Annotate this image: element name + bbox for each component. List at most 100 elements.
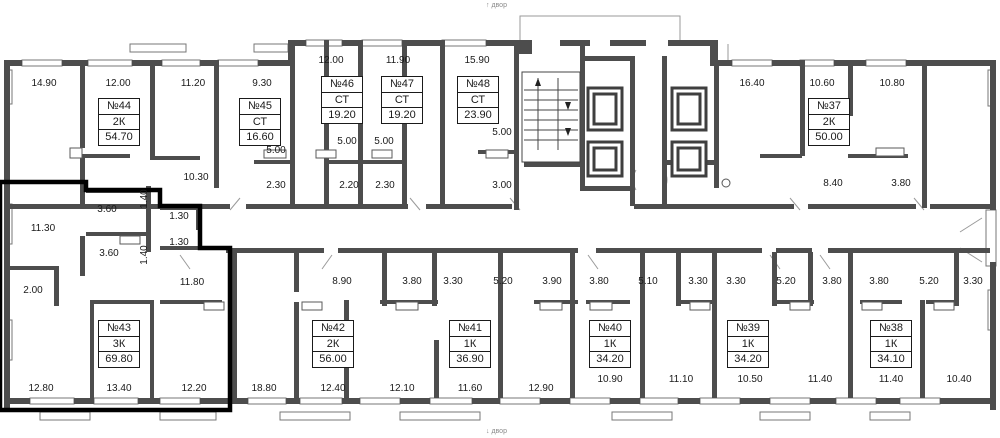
room-area-label: 2.30 [375, 180, 395, 191]
room-area-label: 5.20 [919, 276, 939, 287]
unit-number: №47 [389, 78, 415, 90]
unit-number: №43 [106, 322, 132, 334]
unit-number: №42 [320, 322, 346, 334]
unit-card-44[interactable]: №44 2К 54.70 [98, 98, 140, 146]
room-area-label: 12.20 [181, 383, 207, 394]
unit-type: 1К [871, 335, 911, 352]
room-area-label: 8.40 [823, 178, 843, 189]
room-area-label: 12.90 [528, 383, 554, 394]
unit-type: СТ [382, 91, 422, 108]
room-area-label: 16.40 [739, 78, 765, 89]
room-area-label: 2.20 [339, 180, 359, 191]
room-area-label: 12.10 [389, 383, 415, 394]
unit-number: №41 [457, 322, 483, 334]
room-area-label: 3.90 [542, 276, 562, 287]
bathroom-fixtures [69, 147, 955, 311]
unit-card-42[interactable]: №42 2К 56.00 [312, 320, 354, 368]
room-area-label: 15.90 [464, 55, 490, 66]
room-area-label: 2.30 [266, 180, 286, 191]
room-area-label: 11.90 [385, 55, 411, 66]
unit-area: 19.20 [322, 107, 362, 123]
room-area-label: 3.80 [869, 276, 889, 287]
room-area-label: 5.00 [266, 145, 286, 156]
unit-card-39[interactable]: №39 1К 34.20 [727, 320, 769, 368]
unit-number: №39 [735, 322, 761, 334]
room-area-label: 12.00 [318, 55, 344, 66]
room-area-label: 10.50 [737, 374, 763, 385]
room-area-label: 11.20 [180, 78, 206, 89]
room-area-label: 11.30 [30, 223, 56, 234]
unit-type: 1К [728, 335, 768, 352]
room-area-label: 5.00 [337, 136, 357, 147]
room-area-label: 10.30 [183, 172, 209, 183]
room-area-label: 5.00 [492, 127, 512, 138]
room-area-label: 11.40 [807, 374, 833, 385]
unit-type: СТ [322, 91, 362, 108]
unit-area: 50.00 [809, 129, 849, 145]
unit-number: №44 [106, 100, 132, 112]
room-area-label: 3.30 [688, 276, 708, 287]
room-area-label: 2.00 [23, 285, 43, 296]
unit-type: 3К [99, 335, 139, 352]
room-area-label: 11.60 [457, 383, 483, 394]
entrance-bottom-label: ↓ двор [486, 428, 507, 435]
unit-card-48[interactable]: №48 СТ 23.90 [457, 76, 499, 124]
unit-card-45[interactable]: №45 СТ 16.60 [239, 98, 281, 146]
unit-type: СТ [240, 113, 280, 130]
room-area-label: 5.00 [374, 136, 394, 147]
unit-area: 19.20 [382, 107, 422, 123]
room-area-label: 11.80 [179, 277, 205, 288]
room-area-label: 12.40 [320, 383, 346, 394]
unit-area: 69.80 [99, 351, 139, 367]
unit-card-40[interactable]: №40 1К 34.20 [589, 320, 631, 368]
unit-area: 36.90 [450, 351, 490, 367]
unit-number: №48 [465, 78, 491, 90]
room-area-label: 1.40 [139, 245, 150, 265]
room-area-label: 1.30 [169, 211, 189, 222]
unit-number: №40 [597, 322, 623, 334]
unit-area: 34.20 [590, 351, 630, 367]
room-area-label: 10.40 [946, 374, 972, 385]
unit-area: 34.20 [728, 351, 768, 367]
room-area-label: 3.60 [99, 248, 119, 259]
unit-area: 56.00 [313, 351, 353, 367]
room-area-label: 3.80 [891, 178, 911, 189]
room-area-label: 3.60 [97, 204, 117, 215]
highlighted-unit-outline [0, 179, 233, 413]
unit-area: 23.90 [458, 107, 498, 123]
room-area-label: 3.80 [402, 276, 422, 287]
unit-number: №46 [329, 78, 355, 90]
unit-number: №37 [816, 100, 842, 112]
room-area-label: 3.30 [443, 276, 463, 287]
entrance-top-label: ↑ двор [486, 2, 507, 9]
room-area-label: 3.00 [492, 180, 512, 191]
unit-card-41[interactable]: №41 1К 36.90 [449, 320, 491, 368]
room-area-label: 1.40 [139, 189, 150, 209]
room-area-label: 5.10 [638, 276, 658, 287]
room-area-label: 11.40 [878, 374, 904, 385]
unit-card-47[interactable]: №47 СТ 19.20 [381, 76, 423, 124]
room-area-label: 1.30 [169, 237, 189, 248]
room-area-label: 12.00 [105, 78, 131, 89]
unit-card-46[interactable]: №46 СТ 19.20 [321, 76, 363, 124]
room-area-label: 12.80 [28, 383, 54, 394]
room-area-label: 9.30 [252, 78, 272, 89]
room-area-label: 13.40 [106, 383, 132, 394]
room-area-label: 8.90 [332, 276, 352, 287]
unit-card-38[interactable]: №38 1К 34.10 [870, 320, 912, 368]
room-area-label: 10.80 [879, 78, 905, 89]
room-area-label: 3.30 [963, 276, 983, 287]
unit-type: 2К [313, 335, 353, 352]
unit-area: 34.10 [871, 351, 911, 367]
room-area-label: 5.20 [493, 276, 513, 287]
unit-card-43[interactable]: №43 3К 69.80 [98, 320, 140, 368]
unit-card-37[interactable]: №37 2К 50.00 [808, 98, 850, 146]
room-area-label: 11.10 [668, 374, 694, 385]
walls [4, 40, 996, 410]
room-area-label: 18.80 [251, 383, 277, 394]
unit-number: №45 [247, 100, 273, 112]
room-area-label: 5.20 [776, 276, 796, 287]
room-area-label: 3.80 [822, 276, 842, 287]
room-area-label: 10.60 [809, 78, 835, 89]
